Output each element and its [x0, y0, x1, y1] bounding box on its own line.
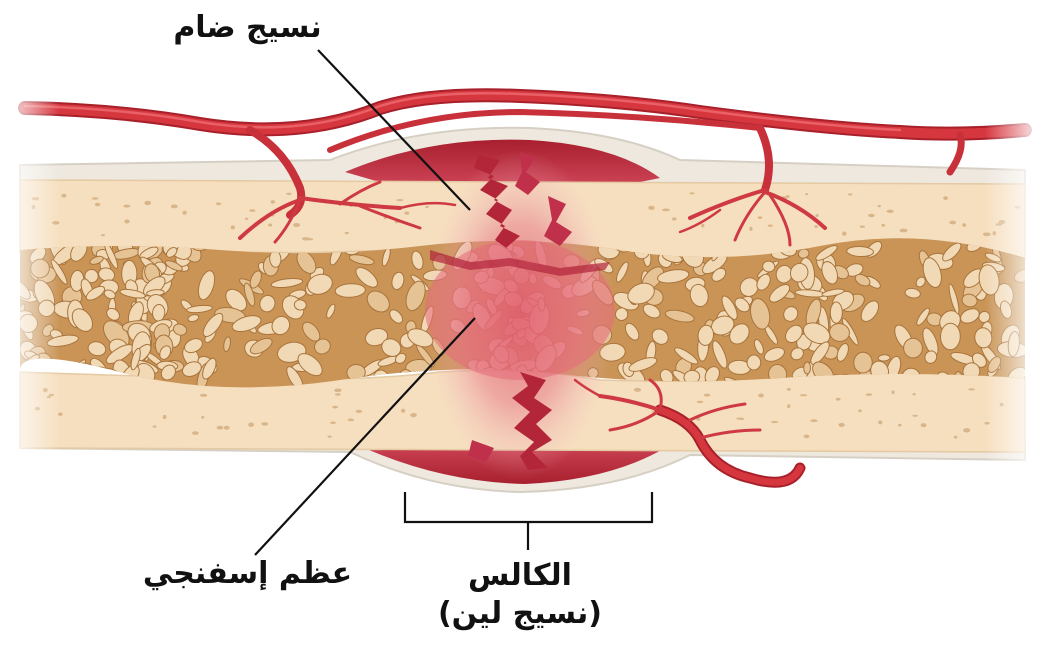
label-connective-tissue: نسيج ضام [160, 10, 335, 45]
label-spongy-bone: عظم إسفنجي [140, 556, 355, 591]
label-callus-soft-tissue: (نسيج لين) [430, 596, 610, 631]
callus-tissue [425, 150, 615, 480]
label-callus: الكالس [430, 558, 610, 593]
callus-bracket [405, 492, 652, 522]
